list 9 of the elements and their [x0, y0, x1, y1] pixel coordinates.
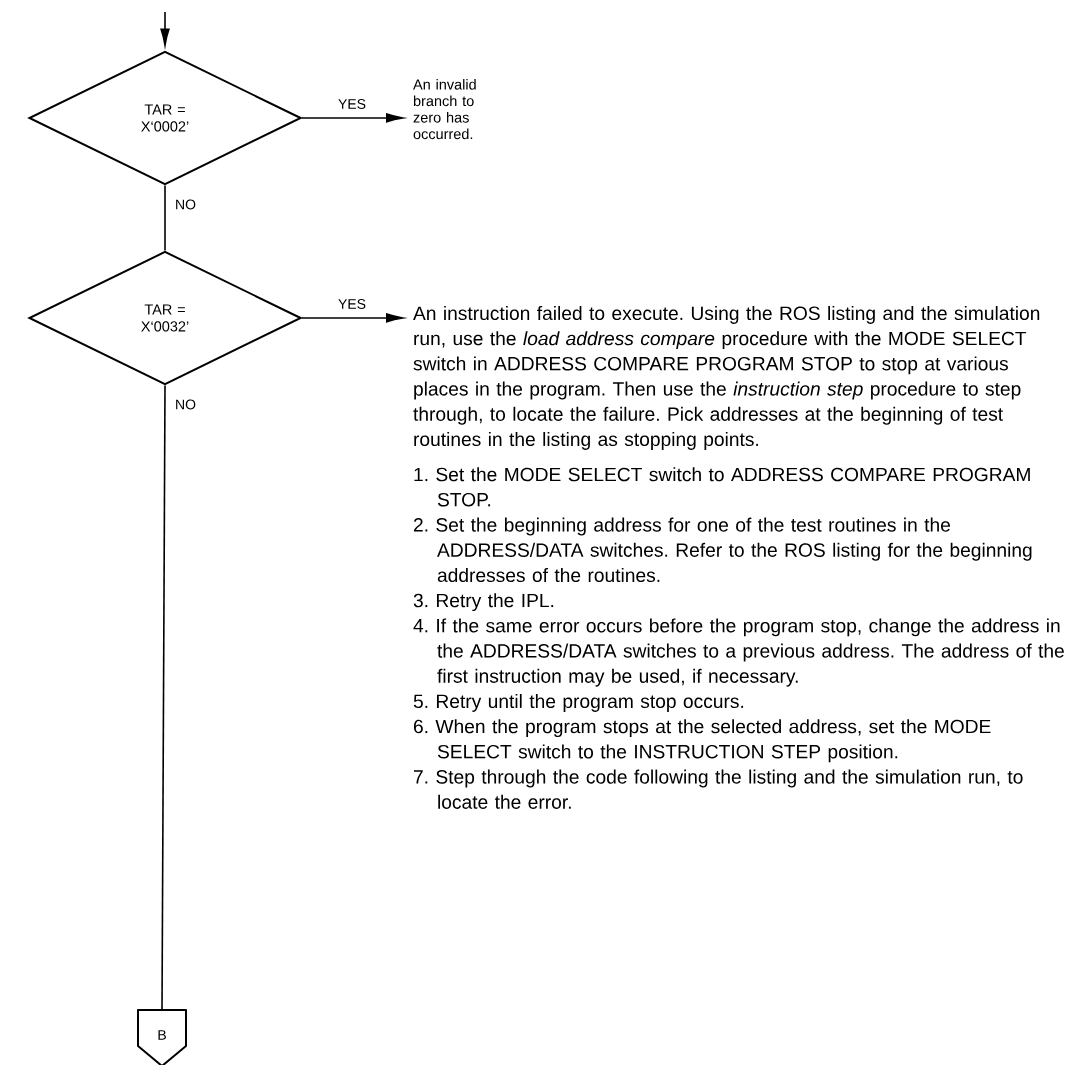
connector-line [164, 184, 166, 252]
edge-label: YES [337, 298, 367, 310]
edge-label: YES [337, 98, 367, 110]
off-page-connector: B [137, 1009, 187, 1065]
edge-label: NO [174, 398, 197, 411]
note-text: An invalid branch to zero has occurred. [413, 79, 476, 140]
edge-label: NO [174, 198, 197, 211]
connector-line [161, 384, 166, 1011]
procedure-text: An instruction failed to execute. Using the ROS listing and the simulation run, use the load address compare procedure with the MODE SELECT switch in ADDRESS COMPARE PROGRAM STOP to stop at various places in the program. Then use the instruction step procedure to step through, to locate the failure. Pick addresses at the beginning of test routines in the listing as stopping points. 1. Set the MODE SELECT switch to ADDRESS COMPARE PROGRAM STOP. 2. Set the beginning address for one of the test routines in the ADDRESS/DATA switches. Refer to the ROS listing for the beginning addresses of the routines. 3. Retry the IPL. 4. If the same error occurs before the program stop, change the address in the ADDRESS/DATA switches to a previous address. The address of the first instruction may be used, if necessary. 5. Retry until the program stop occurs. 6. When the program stops at the selected address, set the MODE SELECT switch to the INSTRUCTION STEP position. 7. Step through the code following the listing and the simulation run, to locate the error. [413, 306, 1064, 809]
